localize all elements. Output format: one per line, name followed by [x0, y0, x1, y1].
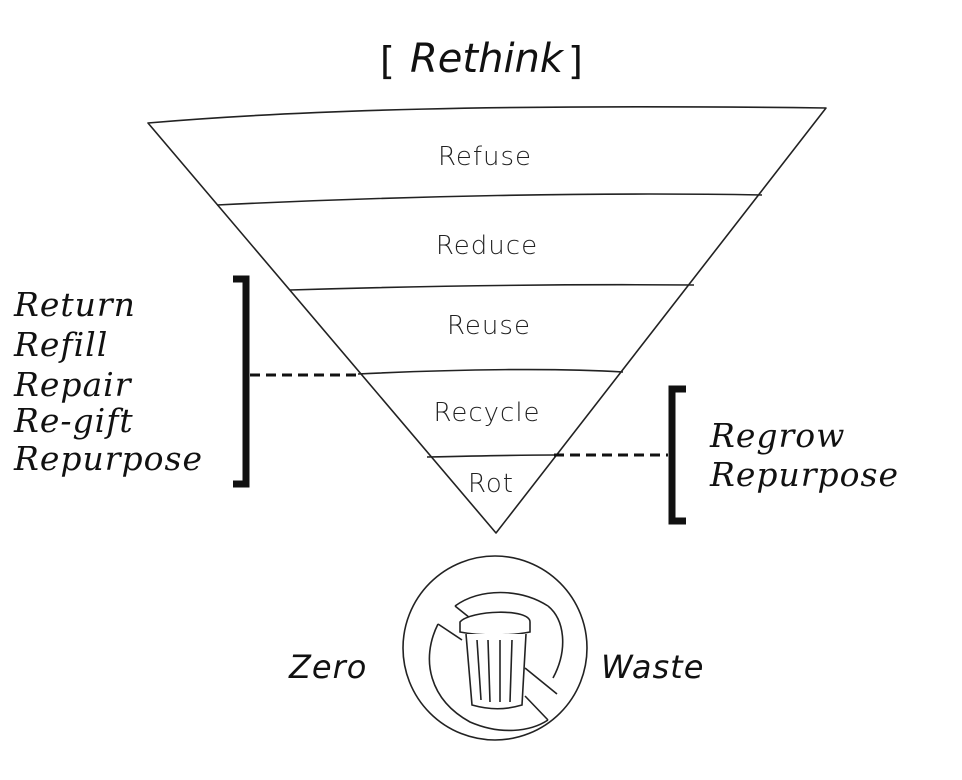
left-item-repair: Repair [13, 365, 133, 404]
right-item-regrow: Regrow [709, 416, 845, 455]
left-item-regift: Re-gift [13, 401, 134, 440]
footer-word-waste: Waste [601, 648, 704, 686]
tier-label-refuse: Refuse [438, 142, 532, 172]
tier-divider-2 [289, 283, 695, 291]
footer-word-zero: Zero [288, 648, 367, 686]
title-group: [ Rethink ] [380, 36, 583, 83]
title-text: Rethink [410, 36, 565, 82]
title-bracket-left: [ [380, 39, 395, 83]
right-bracket [668, 385, 686, 525]
tier-label-recycle: Recycle [433, 398, 540, 428]
right-group: Regrow Repurpose [554, 385, 899, 525]
right-item-repurpose: Repurpose [709, 455, 899, 494]
left-item-return: Return [13, 285, 136, 324]
tier-divider-3 [357, 368, 624, 375]
tier-divider-1 [216, 193, 763, 206]
waste-hierarchy-funnel [147, 105, 827, 534]
no-trash-can-icon [402, 555, 588, 741]
funnel-outline [147, 105, 827, 534]
left-item-refill: Refill [13, 325, 108, 364]
left-group: Return Refill Repair Re-gift Repurpose [13, 275, 360, 488]
left-bracket [233, 275, 250, 488]
tier-divider-4 [426, 454, 555, 458]
title-bracket-right: ] [568, 39, 583, 83]
tier-label-rot: Rot [468, 469, 514, 499]
tier-label-reuse: Reuse [447, 311, 531, 341]
zero-waste-footer: Zero Waste [288, 555, 704, 741]
tier-label-reduce: Reduce [436, 231, 538, 261]
left-item-repurpose: Repurpose [13, 439, 203, 478]
